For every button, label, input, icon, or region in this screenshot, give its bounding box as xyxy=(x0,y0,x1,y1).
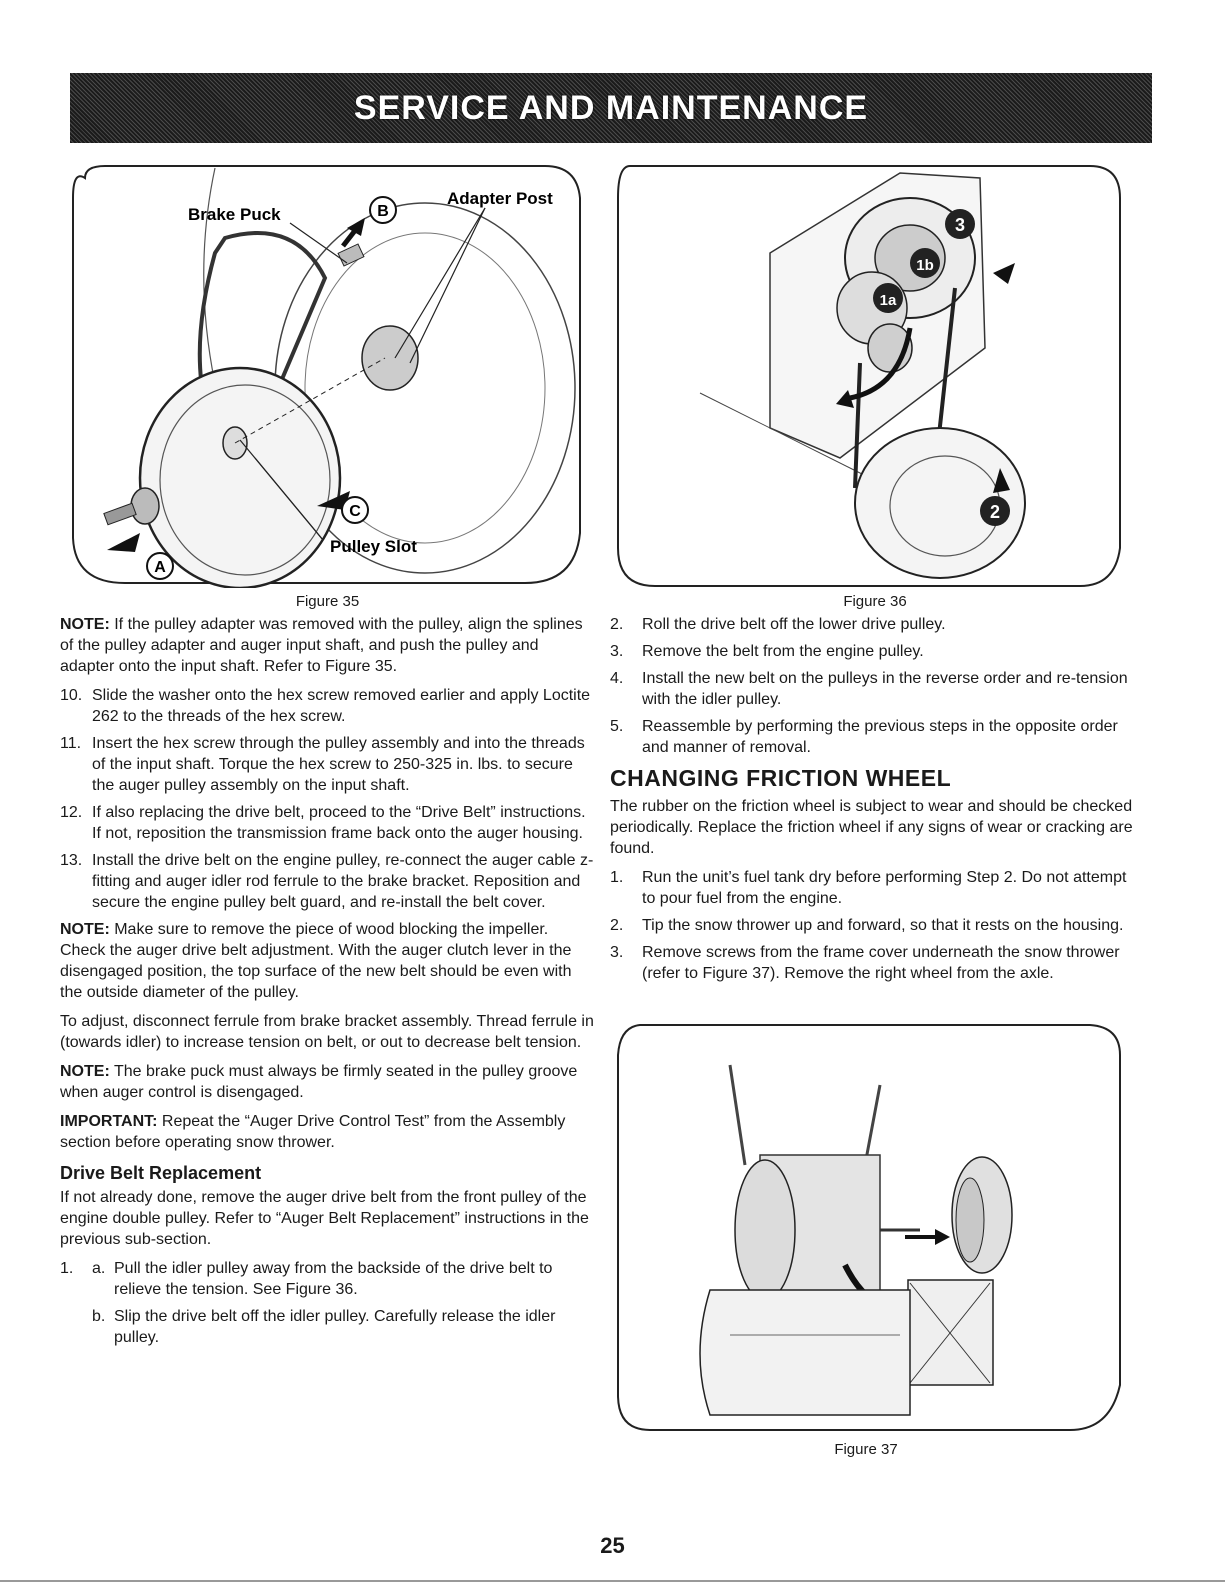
callout-2: 2 xyxy=(990,502,1000,522)
bottom-rule xyxy=(0,1580,1225,1582)
section-banner: SERVICE AND MAINTENANCE xyxy=(70,73,1152,143)
note-label: NOTE: xyxy=(60,921,110,938)
friction-step-1: 1.Run the unit’s fuel tank dry before pe… xyxy=(610,869,1127,907)
drive-belt-intro: If not already done, remove the auger dr… xyxy=(60,1189,589,1248)
step-2: 2.Roll the drive belt off the lower driv… xyxy=(610,616,946,633)
right-column: Figure 36 2.Roll the drive belt off the … xyxy=(610,592,1140,990)
callout-1a: 1a xyxy=(880,292,897,309)
important-label: IMPORTANT: xyxy=(60,1113,158,1130)
figure-37-caption: Figure 37 xyxy=(834,1441,898,1458)
callout-a: A xyxy=(154,559,166,576)
note-label: NOTE: xyxy=(60,1063,110,1080)
label-pulley-slot: Pulley Slot xyxy=(330,537,417,556)
drive-belt-heading: Drive Belt Replacement xyxy=(60,1163,262,1183)
figure-37 xyxy=(610,1015,1122,1435)
step-4: 4.Install the new belt on the pulleys in… xyxy=(610,670,1128,708)
left-column: Figure 35 NOTE: If the pulley adapter wa… xyxy=(60,592,595,1354)
label-brake-puck: Brake Puck xyxy=(188,205,281,224)
step-3: 3.Remove the belt from the engine pulley… xyxy=(610,643,924,660)
friction-step-2: 2.Tip the snow thrower up and forward, s… xyxy=(610,917,1124,934)
friction-wheel-intro: The rubber on the friction wheel is subj… xyxy=(610,798,1133,857)
callout-b: B xyxy=(377,203,389,220)
figure-35: B C A Brake Puck Adapter Post Pulley Slo… xyxy=(65,158,585,590)
section-title: SERVICE AND MAINTENANCE xyxy=(353,88,869,127)
step-1a: 1.a.Pull the idler pulley away from the … xyxy=(60,1260,553,1298)
step-5: 5.Reassemble by performing the previous … xyxy=(610,718,1118,756)
note-label: NOTE: xyxy=(60,616,110,633)
figure-36: 3 1b 1a 2 xyxy=(610,158,1122,588)
adjust-paragraph: To adjust, disconnect ferrule from brake… xyxy=(60,1013,594,1051)
step-12: 12.If also replacing the drive belt, pro… xyxy=(60,804,586,842)
step-11: 11.Insert the hex screw through the pull… xyxy=(60,735,585,794)
callout-3: 3 xyxy=(955,215,965,235)
note-brake-puck: NOTE: The brake puck must always be firm… xyxy=(60,1063,578,1101)
step-13: 13.Install the drive belt on the engine … xyxy=(60,852,594,911)
callout-1b: 1b xyxy=(916,257,934,274)
important-paragraph: IMPORTANT: Repeat the “Auger Drive Contr… xyxy=(60,1113,566,1151)
callout-c: C xyxy=(349,503,361,520)
figure-36-caption: Figure 36 xyxy=(843,593,907,610)
label-adapter-post: Adapter Post xyxy=(447,189,553,208)
friction-wheel-heading: CHANGING FRICTION WHEEL xyxy=(610,765,952,791)
page-number: 25 xyxy=(600,1533,625,1558)
step-10: 10.Slide the washer onto the hex screw r… xyxy=(60,687,591,725)
friction-step-3: 3.Remove screws from the frame cover und… xyxy=(610,944,1120,982)
note-pulley-adapter: NOTE: If the pulley adapter was removed … xyxy=(60,616,583,675)
step-1b: b.Slip the drive belt off the idler pull… xyxy=(92,1308,556,1346)
note-impeller: NOTE: Make sure to remove the piece of w… xyxy=(60,921,572,1001)
figure-35-caption: Figure 35 xyxy=(295,593,360,610)
